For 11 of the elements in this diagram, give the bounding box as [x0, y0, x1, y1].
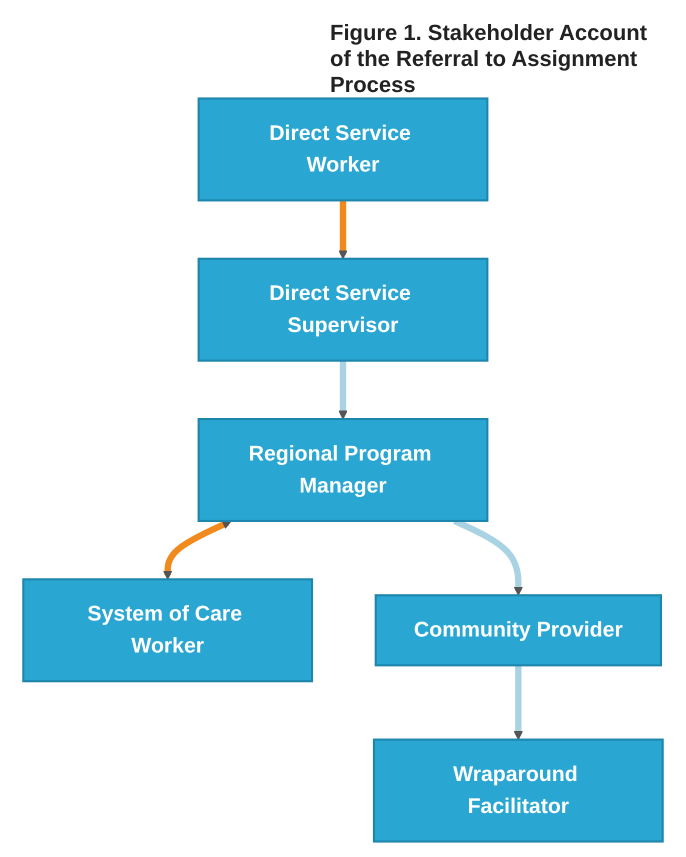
arrow	[514, 665, 523, 740]
node-box: Direct Service Supervisor	[198, 258, 488, 362]
arrow	[338, 360, 348, 420]
figure-title: Figure 1. Stakeholder Account of the Referral to Assignment Process	[330, 20, 648, 98]
node-box: Wraparound Facilitator	[372, 738, 664, 843]
arrow	[163, 520, 232, 580]
node-box: Community Provider	[374, 594, 662, 666]
node-box: System of Care Worker	[22, 578, 314, 682]
node-box: Regional Program Manager	[198, 418, 488, 522]
node-box: Direct Service Worker	[198, 97, 488, 202]
arrow	[338, 200, 348, 260]
